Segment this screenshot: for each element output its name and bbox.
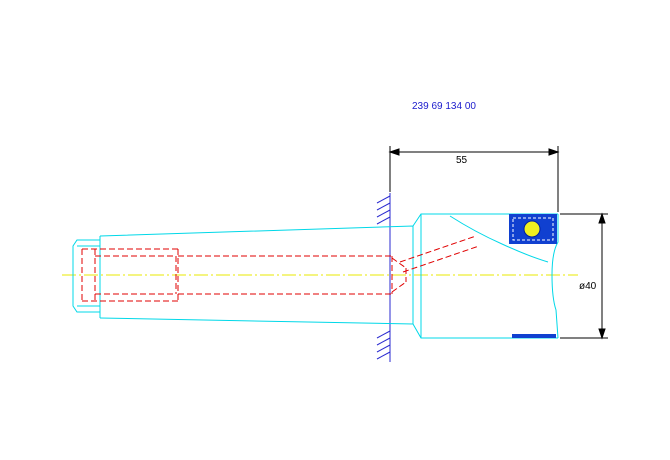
arbor-outline — [72, 213, 559, 339]
dimension-length — [388, 146, 560, 212]
mounting-surface-hatch — [376, 193, 391, 362]
dimension-length-label: 55 — [456, 155, 468, 166]
dimension-diameter — [560, 212, 608, 340]
bearing-symbol — [509, 214, 557, 338]
hidden-lines — [81, 235, 480, 302]
dimension-diameter-label: ø40 — [579, 281, 597, 292]
part-number-label: 239 69 134 00 — [412, 101, 476, 112]
